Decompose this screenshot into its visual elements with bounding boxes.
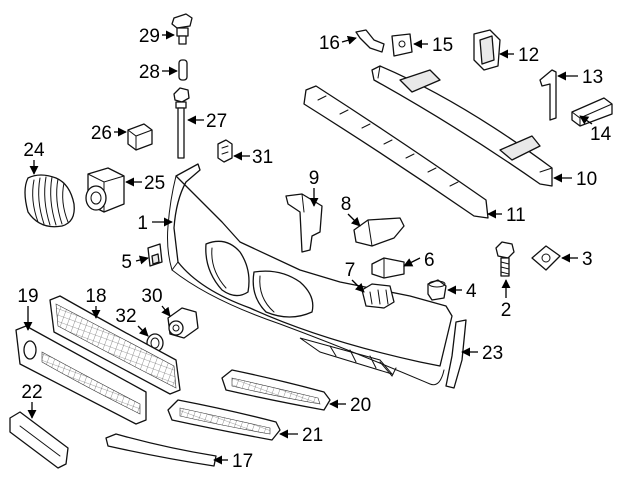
leader-14 xyxy=(579,115,593,125)
leader-6 xyxy=(403,257,421,267)
part-4-plug xyxy=(427,279,447,301)
part-28-pin xyxy=(178,59,188,81)
part-27-long-bolt xyxy=(173,87,190,159)
callout-13: 13 xyxy=(582,67,603,88)
part-18-center-grille xyxy=(49,295,181,395)
part-23-side-trim xyxy=(445,319,467,389)
callout-27: 27 xyxy=(206,111,227,132)
callout-30: 30 xyxy=(141,286,162,307)
part-20-side-grille xyxy=(221,369,331,411)
leader-5 xyxy=(135,255,149,265)
part-29-expansion-rivet xyxy=(171,13,193,45)
part-26-bracket xyxy=(127,123,153,151)
part-7-spring-clip xyxy=(361,283,395,309)
part-14-foam-block xyxy=(571,97,613,127)
part-8-shield xyxy=(353,217,405,247)
part-24-kidney-grille xyxy=(24,174,75,228)
callout-2: 2 xyxy=(501,300,512,321)
callout-32: 32 xyxy=(115,306,136,327)
part-16-clip xyxy=(355,29,385,53)
callout-11: 11 xyxy=(506,205,526,226)
part-31-clip xyxy=(217,139,233,163)
part-3-clip-nut xyxy=(531,245,561,271)
part-19-lower-frame xyxy=(15,325,147,425)
callout-15: 15 xyxy=(432,35,453,56)
part-10-energy-absorber xyxy=(371,65,553,187)
callout-4: 4 xyxy=(466,281,477,302)
callout-6: 6 xyxy=(424,250,435,271)
leader-32 xyxy=(137,325,149,337)
callout-8: 8 xyxy=(341,194,352,215)
callout-19: 19 xyxy=(17,286,38,307)
part-25-camera xyxy=(85,167,125,213)
part-12-bracket xyxy=(473,29,501,71)
part-15-nut-clip xyxy=(391,33,413,57)
part-5-patch xyxy=(147,243,163,267)
callout-26: 26 xyxy=(91,123,112,144)
callout-12: 12 xyxy=(518,45,539,66)
callout-29: 29 xyxy=(139,26,160,47)
callout-3: 3 xyxy=(582,249,593,270)
callout-10: 10 xyxy=(576,169,597,190)
part-9-bracket xyxy=(285,193,323,253)
callout-9: 9 xyxy=(309,168,320,189)
part-21-side-grille xyxy=(167,399,281,441)
callout-22: 22 xyxy=(21,382,42,403)
leader-16 xyxy=(341,35,357,45)
callout-7: 7 xyxy=(345,260,356,281)
callout-24: 24 xyxy=(23,140,45,161)
callout-16: 16 xyxy=(319,33,340,54)
callout-31: 31 xyxy=(252,147,273,168)
part-13-strip xyxy=(539,69,557,121)
callout-25: 25 xyxy=(144,173,165,194)
callout-20: 20 xyxy=(350,395,371,416)
callout-17: 17 xyxy=(232,451,253,472)
part-17-lower-strip xyxy=(105,433,217,467)
callout-21: 21 xyxy=(302,425,323,446)
part-11-reinforcement xyxy=(303,85,489,219)
callout-23: 23 xyxy=(482,343,503,364)
part-2-bolt xyxy=(495,241,515,277)
part-1-bumper-cover xyxy=(167,163,453,386)
callout-18: 18 xyxy=(85,286,106,307)
callout-1: 1 xyxy=(137,213,148,234)
callout-numbers: 29 28 27 26 31 24 25 5 1 9 8 6 7 10 11 1… xyxy=(17,26,611,472)
callout-5: 5 xyxy=(121,252,132,273)
callout-14: 14 xyxy=(590,124,612,145)
leader-8 xyxy=(347,213,361,227)
leader-30 xyxy=(161,305,171,317)
leader-lines xyxy=(23,30,593,465)
leader-7 xyxy=(351,279,365,293)
part-22-license-bracket xyxy=(9,411,69,469)
part-6-bracket xyxy=(371,257,405,279)
part-30-park-sensor xyxy=(167,307,199,339)
callout-28: 28 xyxy=(139,62,160,83)
